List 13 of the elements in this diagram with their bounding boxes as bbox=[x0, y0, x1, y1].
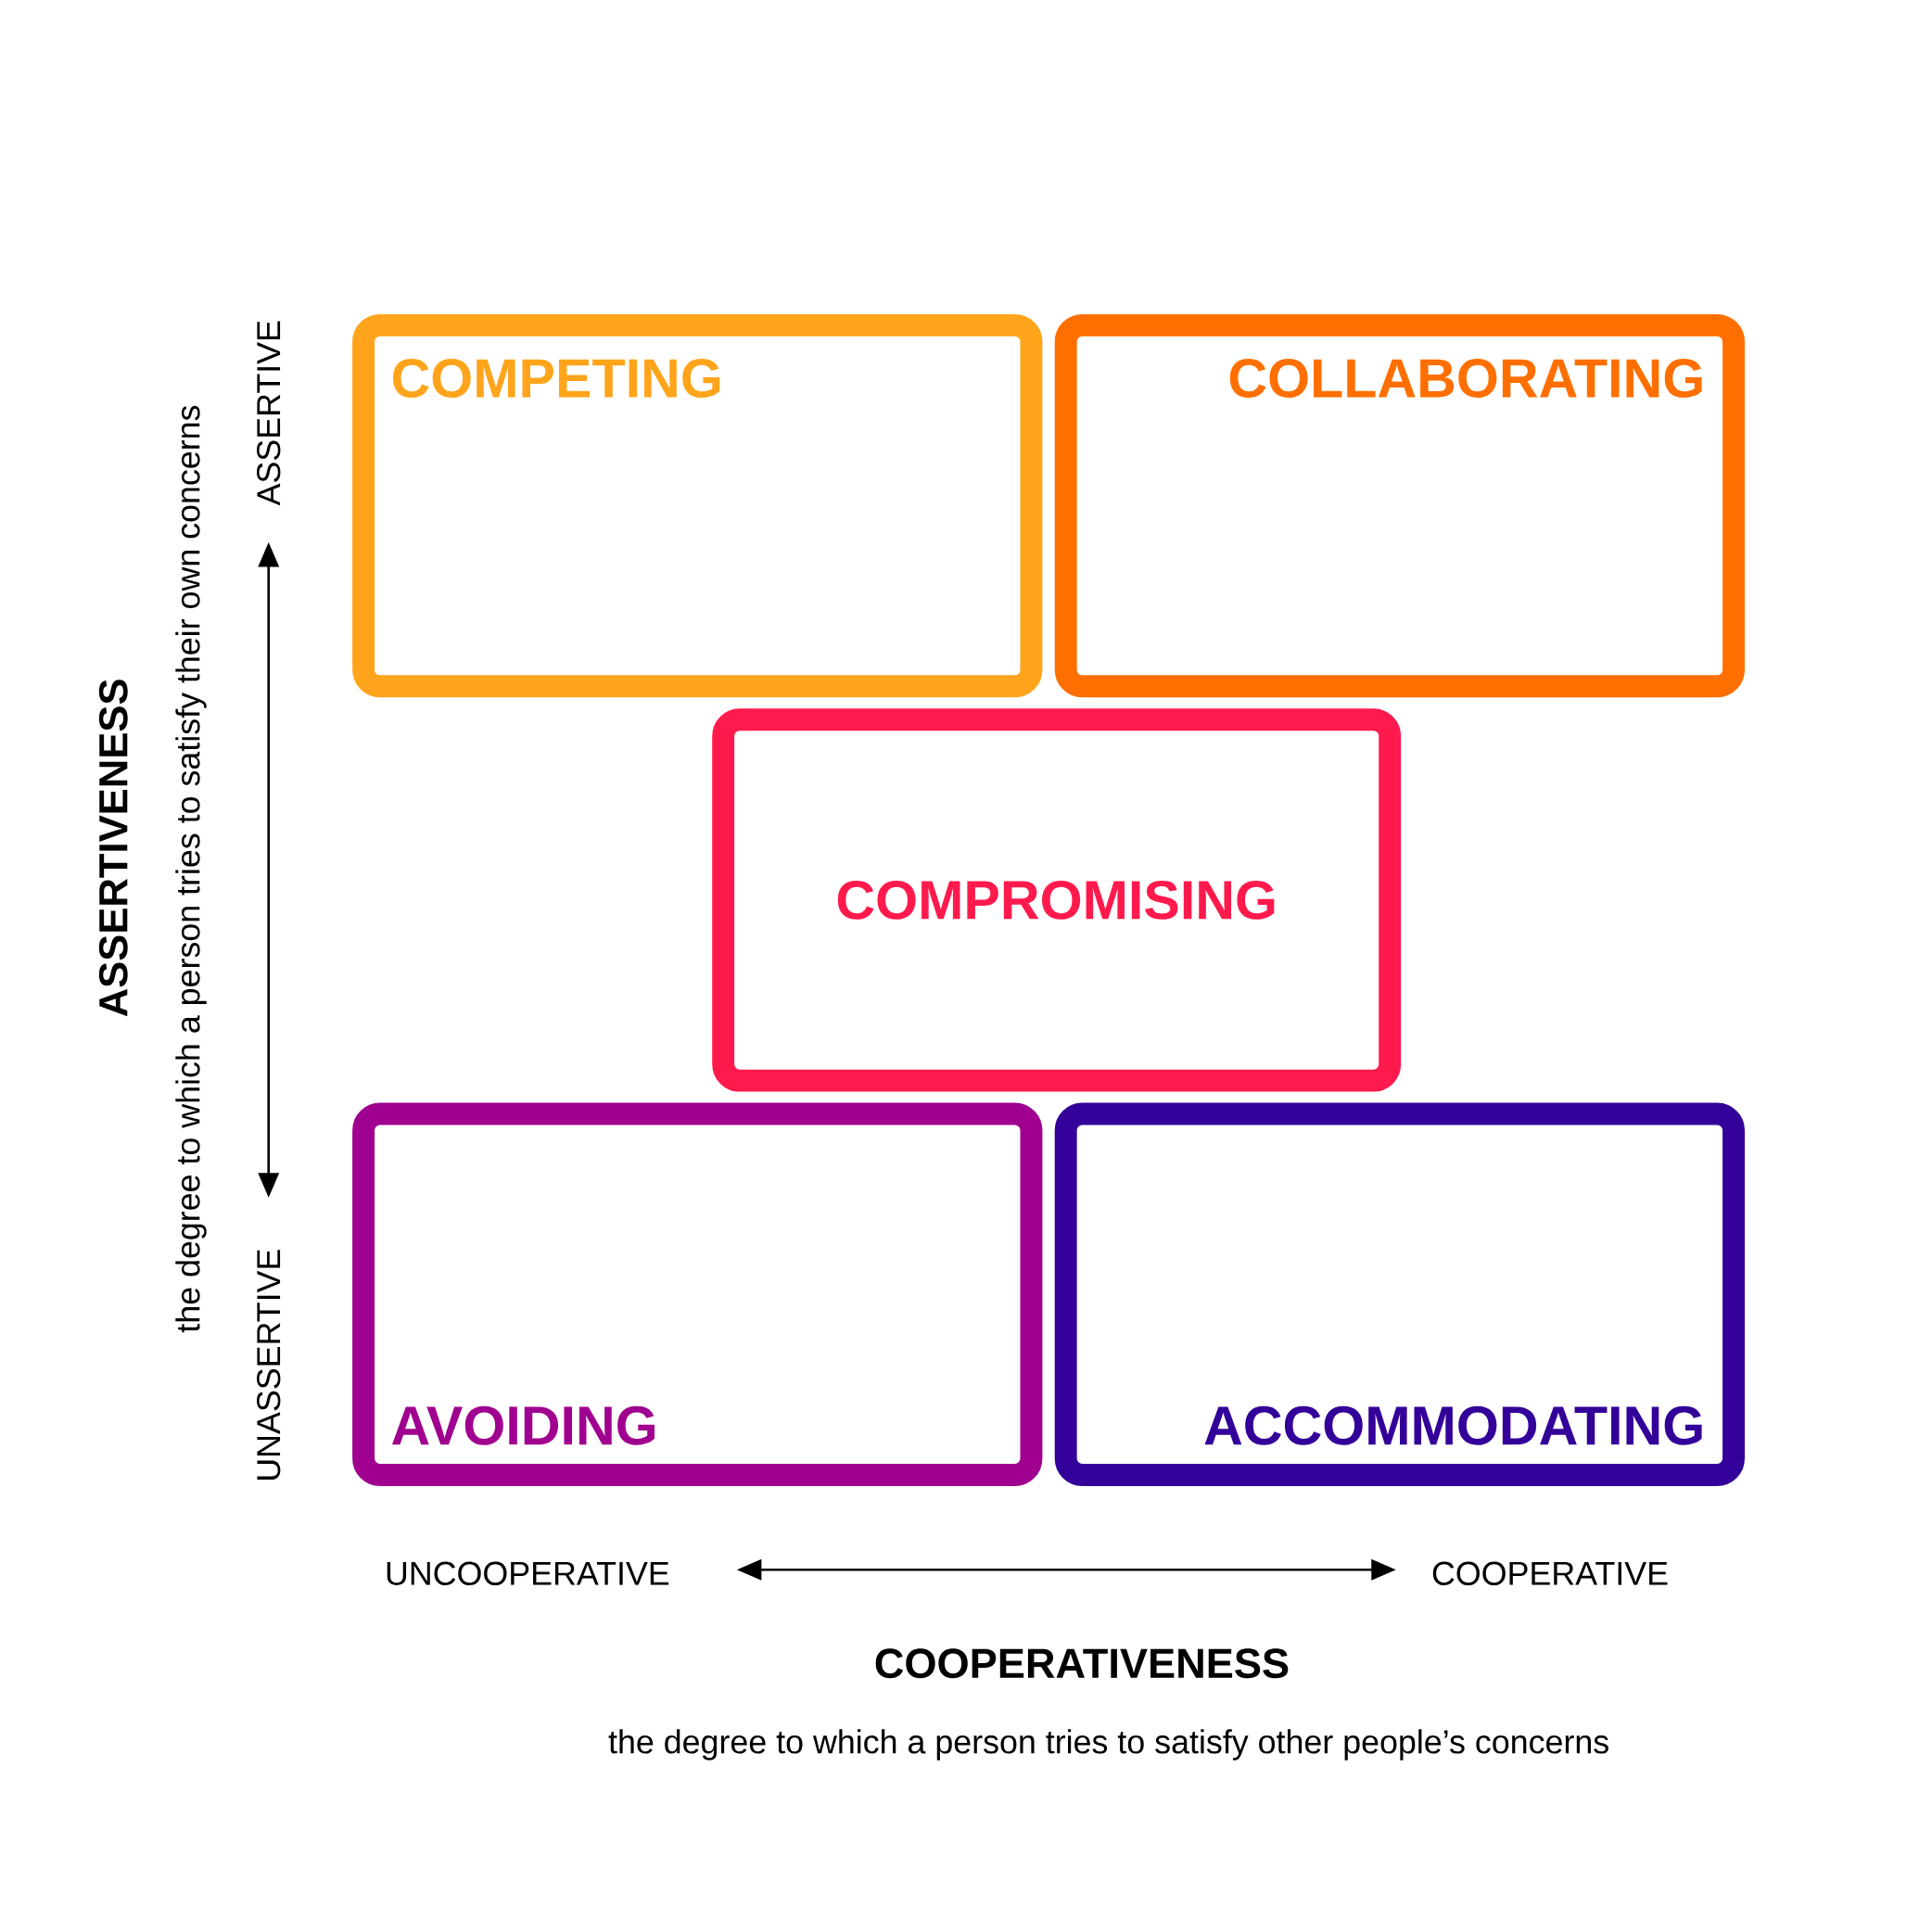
quadrant-box: COLLABORATING bbox=[1054, 313, 1745, 698]
axis-subtitle: the degree to which a person tries to satisfy other people’s concerns bbox=[608, 1729, 1608, 1760]
axis-end-label: COOPERATIVE bbox=[1432, 1561, 1668, 1585]
quadrant-box: AVOIDING bbox=[352, 1102, 1043, 1486]
axis-subtitle: the degree to which a person tries to satisfy their own concerns bbox=[175, 405, 207, 1333]
axis-end-label: UNASSERTIVE bbox=[257, 1250, 281, 1480]
quadrant-box: COMPETING bbox=[352, 313, 1043, 698]
quadrant-box: ACCOMMODATING bbox=[1054, 1102, 1745, 1486]
axis-title: ASSERTIVENESS bbox=[98, 680, 128, 1017]
axis-end-label: ASSERTIVE bbox=[257, 321, 281, 506]
axis-end-label: UNCOOPERATIVE bbox=[387, 1561, 669, 1585]
quadrant-box: COMPROMISING bbox=[712, 708, 1402, 1092]
axis-title: COOPERATIVENESS bbox=[875, 1648, 1289, 1679]
